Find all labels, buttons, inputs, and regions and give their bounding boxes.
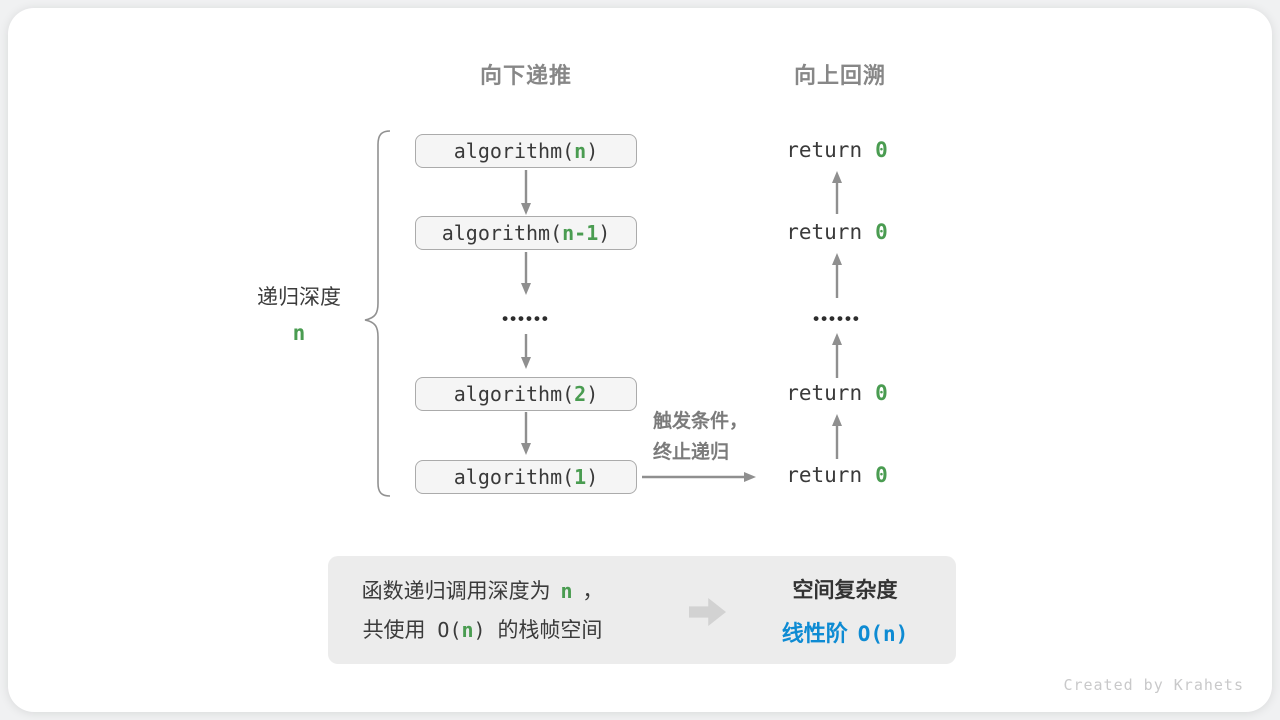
call-box-1: algorithm(1) <box>415 460 637 494</box>
summary-line1-var: n <box>560 579 573 603</box>
summary-line2-close: ) <box>473 618 486 642</box>
summary-line2-suffix: 的栈帧空间 <box>497 619 603 642</box>
call-suffix: ) <box>586 465 599 489</box>
result-label: 线性阶 <box>781 621 848 646</box>
return-value: 0 <box>875 220 888 244</box>
return-row-3: return 0 <box>737 379 937 407</box>
call-arg: n <box>574 139 587 163</box>
return-row-4: return 0 <box>737 461 937 489</box>
recursion-depth-var: n <box>292 321 306 345</box>
recursion-depth-text: 递归深度 <box>257 286 341 309</box>
summary-line2-var: n <box>461 618 474 642</box>
call-prefix: algorithm( <box>453 139 575 163</box>
column-header-backtrack-up: 向上回溯 <box>793 63 886 88</box>
call-box-n-1: algorithm(n-1) <box>415 216 637 250</box>
space-complexity-result: 线性阶 O(n) <box>745 616 945 648</box>
call-suffix: ) <box>598 221 611 245</box>
column-header-recurse-down: 向下递推 <box>479 63 572 88</box>
return-keyword: return <box>786 381 863 405</box>
return-keyword: return <box>786 220 863 244</box>
call-suffix: ) <box>586 139 599 163</box>
return-keyword: return <box>786 463 863 487</box>
summary-line1-prefix: 函数递归调用深度为 <box>361 580 551 603</box>
result-var: n <box>883 622 896 646</box>
implies-arrow-icon <box>689 598 726 626</box>
call-suffix: ) <box>586 382 599 406</box>
call-box-2: algorithm(2) <box>415 377 637 411</box>
base-case-note: 触发条件， 终止递归 <box>653 406 783 468</box>
result-open: O( <box>857 622 883 646</box>
summary-line2-open: O( <box>437 618 462 642</box>
summary-line1-suffix: ， <box>582 580 604 603</box>
return-keyword: return <box>786 138 863 162</box>
base-case-note-line2: 终止递归 <box>653 442 730 463</box>
space-complexity-title: 空间复杂度 <box>792 579 898 602</box>
return-row-1: return 0 <box>737 136 937 164</box>
return-row-2: return 0 <box>737 218 937 246</box>
call-arg: n-1 <box>562 221 599 245</box>
recursion-depth-label: 递归深度 n <box>240 281 358 345</box>
call-prefix: algorithm( <box>453 465 575 489</box>
result-close: ) <box>895 622 909 646</box>
summary-statement: 函数递归调用深度为 n ， 共使用 O(n) 的栈帧空间 <box>350 572 615 650</box>
call-arg: 2 <box>574 382 587 406</box>
left-ellipsis: •••••• <box>502 309 550 328</box>
call-arg: 1 <box>574 465 587 489</box>
return-value: 0 <box>875 381 888 405</box>
call-prefix: algorithm( <box>441 221 563 245</box>
return-value: 0 <box>875 138 888 162</box>
watermark-credit: Created by Krahets <box>1063 676 1244 694</box>
summary-conclusion: 空间复杂度 线性阶 O(n) <box>745 574 945 648</box>
call-box-n: algorithm(n) <box>415 134 637 168</box>
summary-line2-prefix: 共使用 <box>362 619 426 642</box>
return-value: 0 <box>875 463 888 487</box>
call-prefix: algorithm( <box>453 382 575 406</box>
right-ellipsis: •••••• <box>813 309 861 328</box>
base-case-note-line1: 触发条件， <box>653 411 749 432</box>
